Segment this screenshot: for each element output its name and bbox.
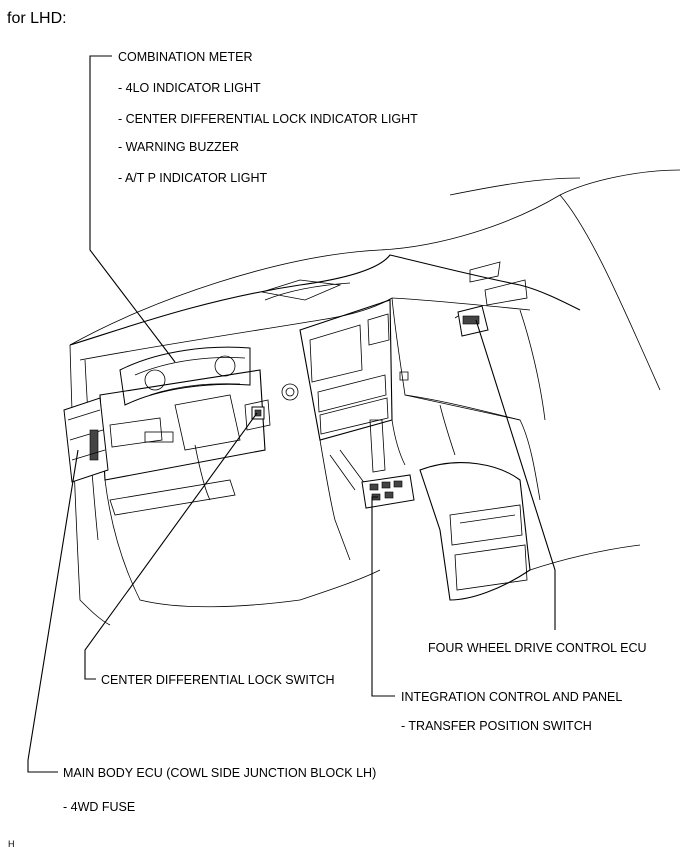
combination-meter-item: - A/T P INDICATOR LIGHT	[118, 171, 268, 185]
four-wheel-drive-ecu-label: FOUR WHEEL DRIVE CONTROL ECU	[428, 641, 647, 655]
combination-meter-item: - CENTER DIFFERENTIAL LOCK INDICATOR LIG…	[118, 112, 418, 126]
main-body-ecu-item: - 4WD FUSE	[63, 800, 136, 814]
combination-meter-label: COMBINATION METER	[118, 50, 253, 64]
figure-code: H	[8, 839, 15, 849]
integration-panel-label: INTEGRATION CONTROL AND PANEL	[401, 690, 623, 704]
integration-panel-item: - TRANSFER POSITION SWITCH	[401, 719, 592, 733]
center-diff-switch-label: CENTER DIFFERENTIAL LOCK SWITCH	[101, 673, 335, 687]
page-title: for LHD:	[7, 10, 67, 27]
combination-meter-item: - 4LO INDICATOR LIGHT	[118, 81, 261, 95]
combination-meter-item: - WARNING BUZZER	[118, 140, 240, 154]
main-body-ecu-label: MAIN BODY ECU (COWL SIDE JUNCTION BLOCK …	[63, 766, 377, 780]
